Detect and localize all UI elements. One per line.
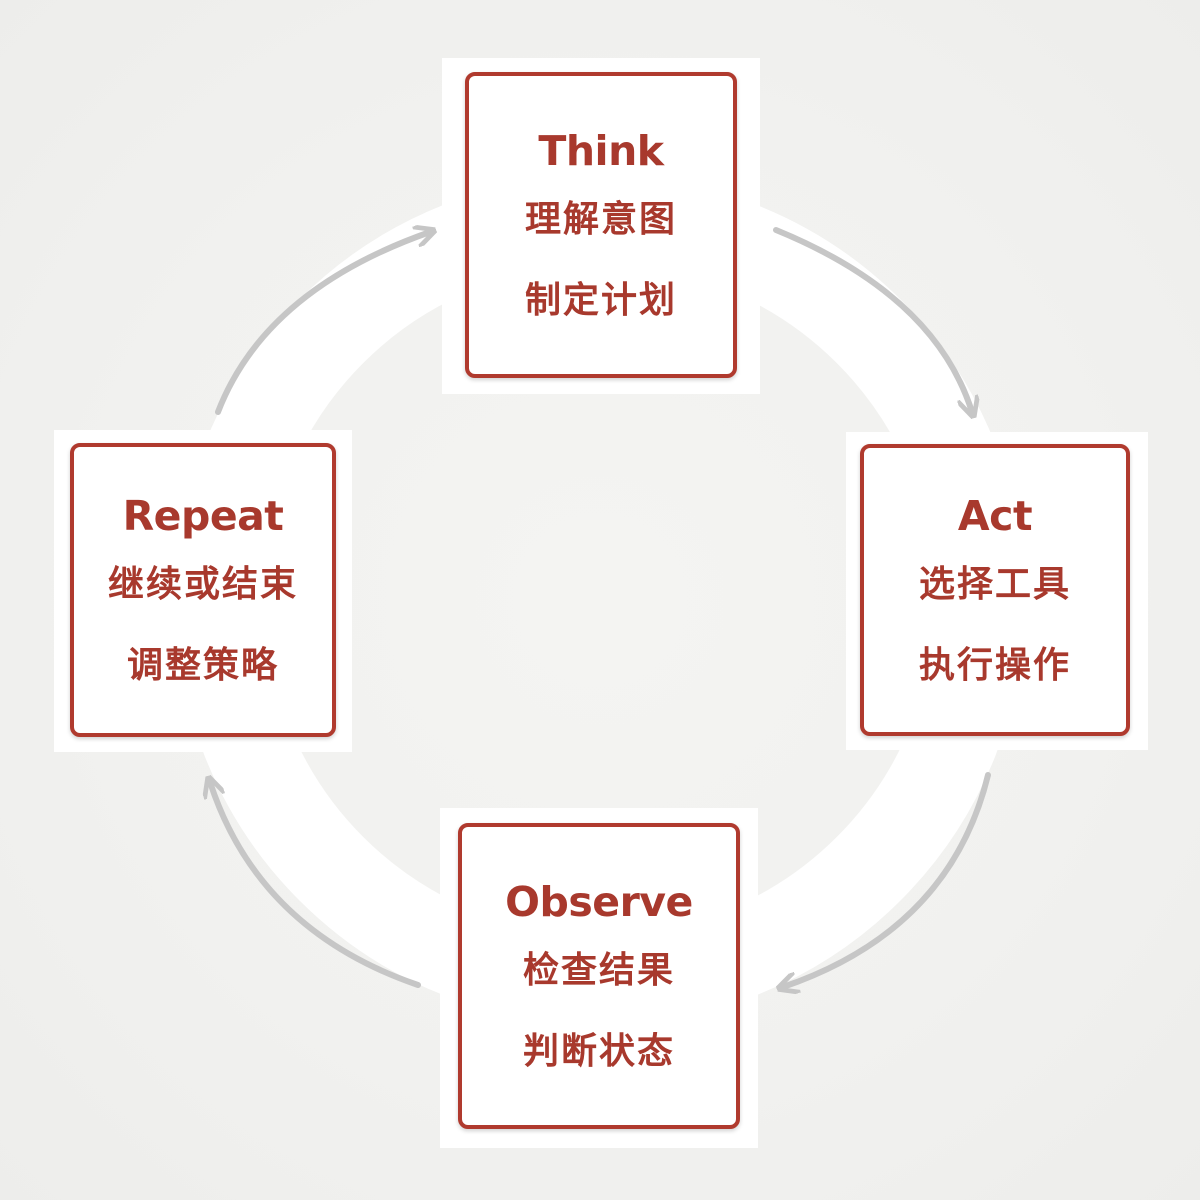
observe-node-line-2: 判断状态 [522, 1031, 675, 1072]
repeat-node: Repeat 继续或结束 调整策略 [70, 443, 336, 737]
repeat-node-line-2: 调整策略 [126, 645, 279, 686]
act-node: Act 选择工具 执行操作 [860, 444, 1130, 736]
observe-node-title: Observe [505, 878, 693, 926]
repeat-node-line-1: 继续或结束 [107, 564, 298, 605]
observe-node: Observe 检查结果 判断状态 [458, 823, 740, 1129]
observe-node-line-1: 检查结果 [522, 950, 675, 991]
act-node-line-2: 执行操作 [918, 645, 1071, 686]
think-node-line-2: 制定计划 [524, 280, 677, 321]
act-node-title: Act [957, 492, 1033, 540]
think-node-line-1: 理解意图 [524, 199, 677, 240]
arrow-think-to-act [773, 227, 972, 412]
act-node-line-1: 选择工具 [918, 564, 1071, 605]
repeat-node-title: Repeat [122, 492, 284, 540]
arrow-act-to-observe [783, 772, 991, 987]
arrow-repeat-to-think [215, 232, 430, 415]
arrow-observe-to-repeat [210, 782, 421, 988]
think-node-title: Think [538, 127, 664, 175]
think-node: Think 理解意图 制定计划 [465, 72, 737, 378]
